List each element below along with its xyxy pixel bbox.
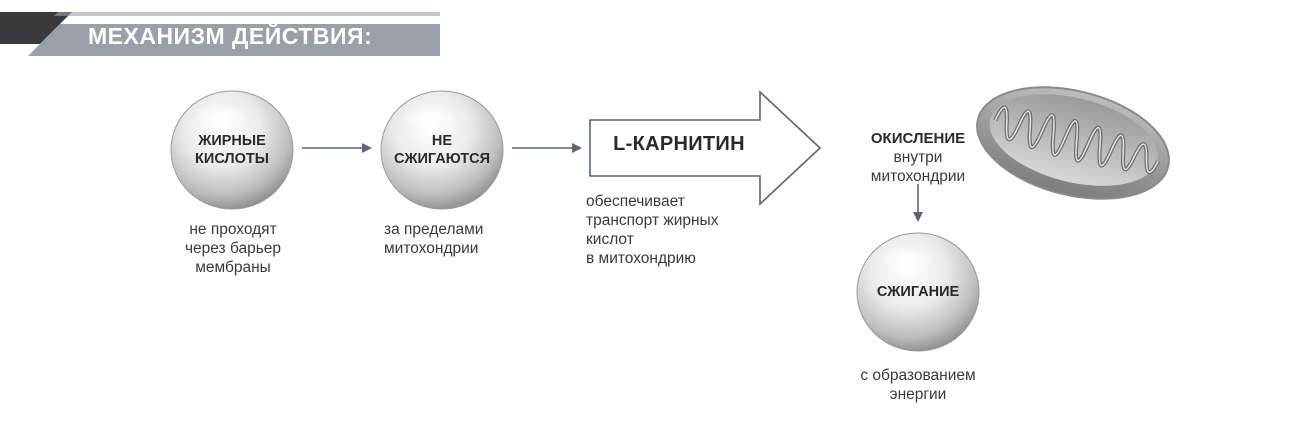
sphere-label: СЖИГАНИЕ bbox=[876, 284, 960, 300]
oxidation-title: ОКИСЛЕНИЕ bbox=[870, 130, 966, 147]
header-banner-shape bbox=[0, 12, 440, 56]
sphere-icon bbox=[170, 90, 294, 210]
sphere-label: НЕ СЖИГАЮТСЯ bbox=[393, 133, 491, 167]
big-arrow-icon bbox=[589, 90, 822, 206]
caption-burning: с образованием энергии bbox=[860, 367, 976, 403]
section-header: МЕХАНИЗМ ДЕЙСТВИЯ: bbox=[0, 12, 440, 56]
sphere-icon bbox=[856, 232, 980, 352]
mitochondrion-icon bbox=[976, 86, 1170, 200]
arrow-right-icon bbox=[512, 143, 582, 153]
header-title: МЕХАНИЗМ ДЕЙСТВИЯ: bbox=[88, 23, 373, 49]
caption-l-carnitine: обеспечивает транспорт жирных кислот в м… bbox=[586, 193, 719, 267]
oxidation-caption: внутри митохондрии bbox=[870, 149, 966, 185]
sphere-not-burned: НЕ СЖИГАЮТСЯ bbox=[378, 88, 506, 212]
sphere-label: ЖИРНЫЕ КИСЛОТЫ bbox=[195, 133, 269, 167]
sphere-fatty-acids: ЖИРНЫЕ КИСЛОТЫ bbox=[168, 88, 296, 212]
caption-fatty-acids: не проходят через барьер мембраны bbox=[184, 221, 282, 276]
arrow-right-icon bbox=[302, 143, 372, 153]
caption-not-burned: за пределами митохондрии bbox=[384, 221, 484, 257]
sphere-burning: СЖИГАНИЕ bbox=[854, 230, 982, 354]
l-carnitine-label: L-КАРНИТИН bbox=[613, 133, 745, 155]
sphere-icon bbox=[380, 90, 504, 210]
arrow-down-icon bbox=[913, 184, 923, 222]
